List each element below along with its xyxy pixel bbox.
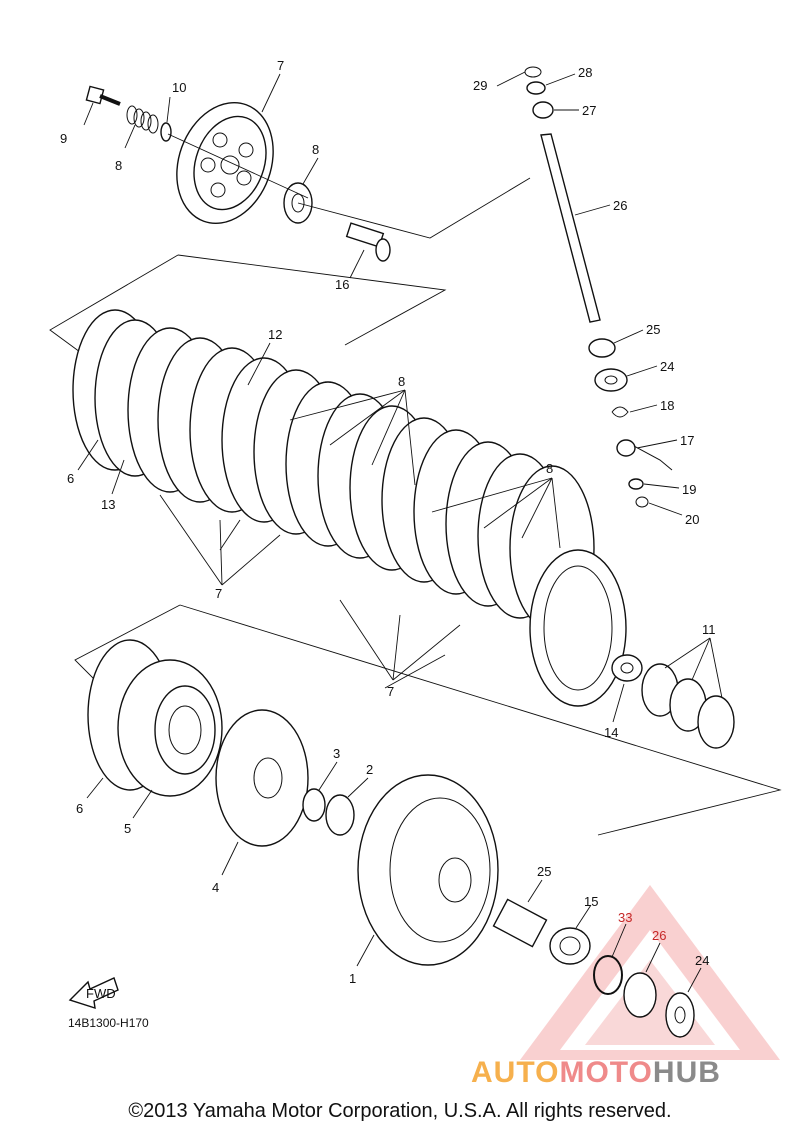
drawing-code: 14B1300-H170 xyxy=(68,1016,149,1030)
callout-29: 26 xyxy=(613,198,627,213)
callout-13: 10 xyxy=(172,80,186,95)
lever-20 xyxy=(616,439,673,471)
oring-33 xyxy=(593,955,623,995)
callout-25: 25 xyxy=(537,864,551,879)
spacer-25 xyxy=(492,898,548,948)
washer-2 xyxy=(325,794,355,836)
lock-washers-14 xyxy=(641,663,735,749)
callout-6-lower: 6 xyxy=(76,801,83,816)
callout-1: 1 xyxy=(349,971,356,986)
bearing-28 xyxy=(588,338,616,358)
callout-10: 8 xyxy=(312,142,319,157)
washer-3 xyxy=(302,788,326,822)
watermark-triangle-icon xyxy=(520,885,780,1060)
watermark-part-auto: AUTO xyxy=(471,1056,560,1089)
exploded-view: FWD 9 8 10 7 8 16 29 28 27 26 25 24 18 1… xyxy=(49,58,782,1060)
plate-stack xyxy=(72,309,627,707)
spring-11 xyxy=(126,105,159,134)
bearing-18 xyxy=(549,927,591,965)
callout-3: 3 xyxy=(333,746,340,761)
push-lever-shaft-29 xyxy=(540,133,601,323)
washer-13 xyxy=(160,122,172,142)
callout-9: 7 xyxy=(277,58,284,73)
forward-arrow-icon: FWD xyxy=(68,977,119,1010)
callout-21: 18 xyxy=(660,398,674,413)
callout-7-upper: 7 xyxy=(215,586,222,601)
callout-26: 26 xyxy=(652,928,666,943)
callout-8-lower: 8 xyxy=(546,461,553,476)
lock-nut-17 xyxy=(611,654,643,682)
callout-28: 25 xyxy=(646,322,660,337)
callout-33: 33 xyxy=(618,910,632,925)
washer-31 xyxy=(526,81,546,95)
callout-18: 15 xyxy=(584,894,598,909)
callout-23: 20 xyxy=(685,512,699,527)
callout-32: 29 xyxy=(473,78,487,93)
callout-12: 9 xyxy=(60,131,67,146)
callout-7-lower: 7 xyxy=(387,684,394,699)
callout-5: 5 xyxy=(124,821,131,836)
callout-16: 13 xyxy=(101,497,115,512)
callout-19: 16 xyxy=(335,277,349,292)
callout-4: 4 xyxy=(212,880,219,895)
oil-seal-27 xyxy=(594,368,628,392)
oil-seal-30 xyxy=(532,101,554,119)
callout-27: 24 xyxy=(660,359,674,374)
washer-24 xyxy=(665,992,695,1038)
clutch-housing-1 xyxy=(357,774,499,966)
callout-20: 17 xyxy=(680,433,694,448)
pressure-plate-4 xyxy=(215,709,309,847)
callout-24: 24 xyxy=(695,953,709,968)
circlip-32 xyxy=(524,66,542,78)
copyright-notice: ©2013 Yamaha Motor Corporation, U.S.A. A… xyxy=(128,1100,672,1122)
washer-22 xyxy=(628,478,644,490)
spring-21 xyxy=(611,406,629,418)
callout-31: 28 xyxy=(578,65,592,80)
callout-6-upper: 6 xyxy=(67,471,74,486)
gear-26 xyxy=(623,972,657,1018)
callout-2: 2 xyxy=(366,762,373,777)
callout-30: 27 xyxy=(582,103,596,118)
push-rod-19 xyxy=(345,222,391,262)
callouts: 9 8 10 7 8 16 29 28 27 26 25 24 18 17 19… xyxy=(60,58,723,993)
callout-14: 11 xyxy=(702,622,716,637)
callout-15: 12 xyxy=(268,327,282,342)
callout-11: 8 xyxy=(115,158,122,173)
callout-22: 19 xyxy=(682,482,696,497)
circlip-23 xyxy=(635,496,649,508)
watermark-part-hub: HUB xyxy=(652,1056,721,1089)
watermark-logo: AUTOMOTOHUB xyxy=(471,1056,721,1090)
callout-8-upper: 8 xyxy=(398,374,405,389)
pressure-plate-9 xyxy=(176,101,274,225)
watermark-part-moto: MOTO xyxy=(559,1056,653,1089)
fwd-label: FWD xyxy=(86,986,116,1001)
bolt-12 xyxy=(85,85,121,106)
callout-17: 14 xyxy=(604,725,618,740)
clutch-boss-5 xyxy=(117,659,223,797)
